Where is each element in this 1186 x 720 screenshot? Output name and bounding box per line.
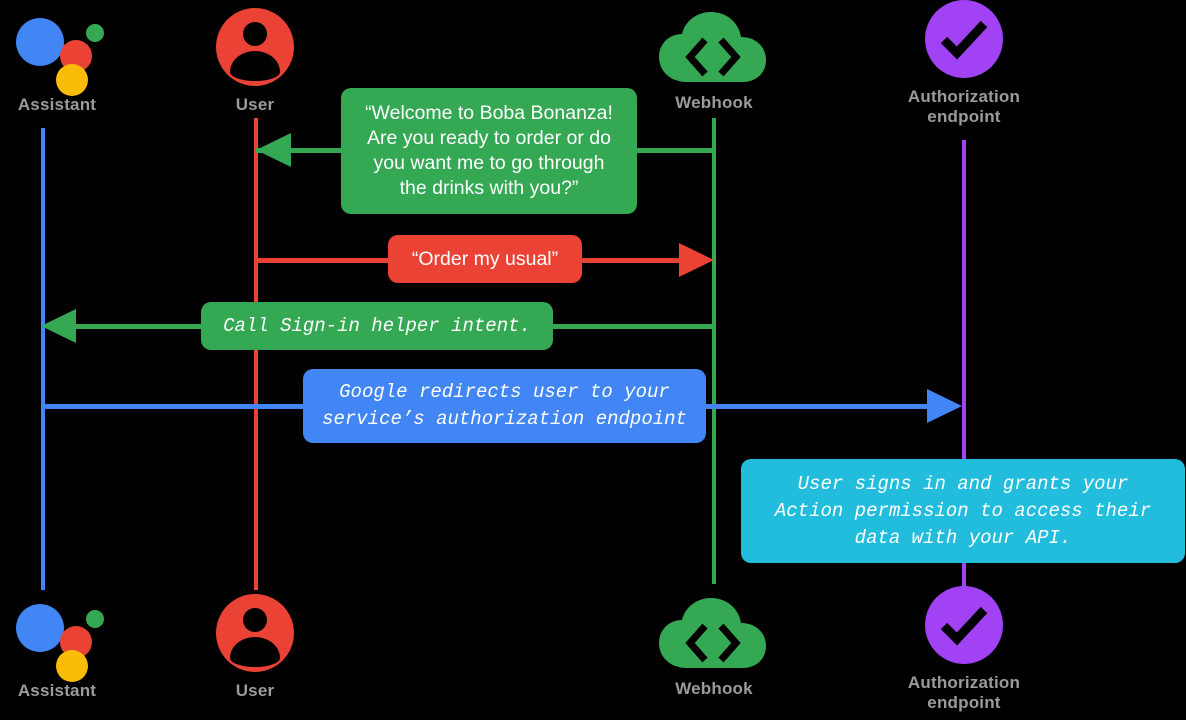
actor-label-authorization-bottom: Authorization endpoint — [907, 673, 1021, 712]
purple-check-circle-icon — [925, 586, 1003, 664]
actor-webhook-bottom: Webhook — [659, 598, 769, 699]
lifeline-user — [254, 118, 258, 590]
google-assistant-logo-icon — [16, 10, 104, 96]
actor-authorization-bottom: Authorization endpoint — [880, 586, 1048, 713]
actor-assistant-top: Assistant — [2, 10, 112, 115]
lifeline-webhook — [712, 118, 716, 584]
message-grants-text: User signs in and grants your Action per… — [774, 472, 1152, 549]
actor-label-authorization-top: Authorization endpoint — [907, 87, 1021, 126]
message-grants-bubble: User signs in and grants your Action per… — [741, 459, 1185, 563]
cloud-code-icon — [659, 598, 769, 670]
message-redirect-text: Google redirects user to your service’s … — [322, 381, 687, 430]
actor-label-assistant-top: Assistant — [17, 95, 97, 114]
actor-label-webhook-top: Webhook — [675, 93, 753, 112]
message-welcome-arrowhead — [256, 133, 291, 167]
cloud-code-icon — [659, 12, 769, 84]
actor-label-webhook-bottom: Webhook — [675, 679, 753, 698]
lifeline-authorization — [962, 140, 966, 590]
actor-authorization-top: Authorization endpoint — [880, 0, 1048, 127]
message-order-arrowhead — [679, 243, 714, 277]
actor-user-bottom: User — [200, 594, 310, 701]
user-avatar-icon — [216, 594, 294, 672]
purple-check-circle-icon — [925, 0, 1003, 78]
actor-assistant-bottom: Assistant — [2, 596, 112, 701]
message-welcome-text: “Welcome to Boba Bonanza! Are you ready … — [365, 102, 613, 199]
message-signin-bubble: Call Sign-in helper intent. — [201, 302, 553, 350]
user-avatar-icon — [216, 8, 294, 86]
lifeline-assistant — [41, 128, 45, 590]
actor-webhook-top: Webhook — [659, 12, 769, 113]
message-redirect-arrowhead — [927, 389, 962, 423]
message-signin-text: Call Sign-in helper intent. — [223, 314, 531, 337]
actor-label-user-bottom: User — [235, 681, 275, 700]
actor-label-user-top: User — [235, 95, 275, 114]
actor-label-assistant-bottom: Assistant — [17, 681, 97, 700]
google-assistant-logo-icon — [16, 596, 104, 682]
actor-user-top: User — [200, 8, 310, 115]
message-order-bubble: “Order my usual” — [388, 235, 582, 283]
message-welcome-bubble: “Welcome to Boba Bonanza! Are you ready … — [341, 88, 637, 214]
message-signin-arrowhead — [41, 309, 76, 343]
message-order-text: “Order my usual” — [411, 247, 559, 270]
message-redirect-bubble: Google redirects user to your service’s … — [303, 369, 706, 443]
